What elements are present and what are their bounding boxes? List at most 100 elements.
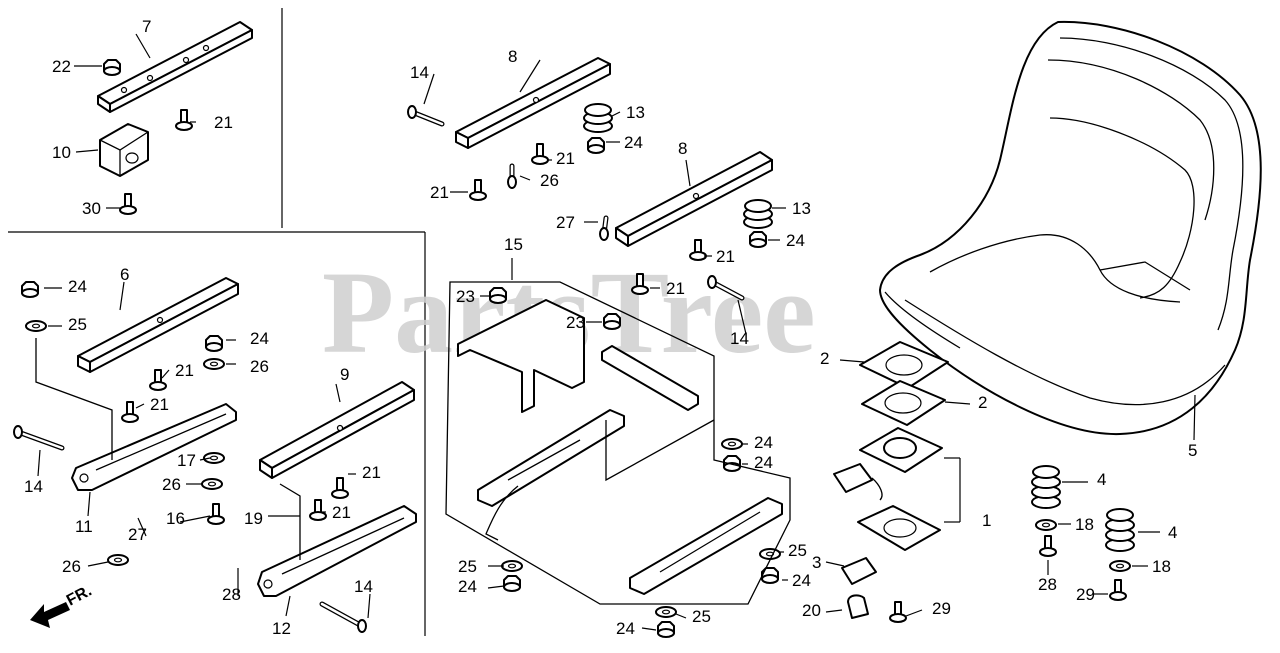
- pin-body: [710, 280, 744, 300]
- callout-21[interactable]: 21: [332, 503, 351, 522]
- callout-28[interactable]: 28: [222, 585, 241, 604]
- callout-27[interactable]: 27: [556, 213, 575, 232]
- callout-24[interactable]: 24: [754, 453, 773, 472]
- rail-11: [71, 403, 237, 491]
- washer-hole: [31, 323, 41, 329]
- callout-25[interactable]: 25: [458, 557, 477, 576]
- nut-flange: [761, 574, 779, 584]
- callout-21[interactable]: 21: [175, 361, 194, 380]
- callout-24[interactable]: 24: [792, 571, 811, 590]
- callout-21[interactable]: 21: [666, 279, 685, 298]
- leader-line: [335, 383, 341, 403]
- callout-14[interactable]: 14: [410, 63, 429, 82]
- callout-31[interactable]: 30: [82, 199, 101, 218]
- leader-line: [675, 613, 687, 619]
- callout-29[interactable]: 29: [1076, 585, 1095, 604]
- leader-line: [135, 33, 151, 59]
- callout-20[interactable]: 20: [802, 601, 821, 620]
- callout-27[interactable]: 26: [540, 171, 559, 190]
- callout-10[interactable]: 10: [52, 143, 71, 162]
- callout-21[interactable]: 21: [150, 395, 169, 414]
- callout-17[interactable]: 17: [177, 451, 196, 470]
- spring-4-right: [1105, 508, 1135, 552]
- callout-2[interactable]: 2: [820, 349, 829, 368]
- pin-head: [599, 227, 609, 241]
- bolt-head: [1109, 591, 1127, 601]
- washer-hole: [727, 441, 737, 447]
- callout-6[interactable]: 6: [120, 265, 129, 284]
- callout-21[interactable]: 21: [556, 149, 575, 168]
- bolt-head: [119, 205, 137, 215]
- nut-flange: [21, 288, 39, 298]
- callout-21[interactable]: 21: [214, 113, 233, 132]
- callout-26[interactable]: 26: [250, 357, 269, 376]
- leader-line: [367, 593, 371, 619]
- bolt-head: [531, 155, 549, 165]
- seat-plates: [859, 341, 949, 426]
- bracket-9: [259, 381, 415, 479]
- callout-25[interactable]: 24: [754, 433, 773, 452]
- callout-8[interactable]: 8: [678, 139, 687, 158]
- callout-26[interactable]: 26: [62, 557, 81, 576]
- bolt-head: [469, 191, 487, 201]
- spring-4-left: [1031, 465, 1061, 509]
- callout-5[interactable]: 5: [1188, 441, 1197, 460]
- callout-4[interactable]: 4: [1097, 470, 1106, 489]
- callout-21[interactable]: 21: [430, 183, 449, 202]
- leader-line: [685, 159, 691, 187]
- leader-line: [179, 515, 211, 523]
- spring-13-upper: [583, 103, 613, 133]
- assembly-boundary: [445, 281, 791, 605]
- callout-14[interactable]: 14: [354, 577, 373, 596]
- callout-21[interactable]: 21: [716, 247, 735, 266]
- leader-line: [87, 491, 91, 517]
- callout-3[interactable]: 3: [812, 553, 821, 572]
- callout-22[interactable]: 22: [52, 57, 71, 76]
- callout-14[interactable]: 14: [730, 329, 749, 348]
- callout-24[interactable]: 24: [786, 231, 805, 250]
- callout-19[interactable]: 19: [244, 509, 263, 528]
- bolt-head: [1039, 547, 1057, 557]
- callout-26[interactable]: 26: [162, 475, 181, 494]
- mount-10: [99, 123, 149, 177]
- callout-12[interactable]: 12: [272, 619, 291, 638]
- callout-16[interactable]: 16: [166, 509, 185, 528]
- bolt-head: [689, 251, 707, 261]
- pin-body: [410, 110, 444, 126]
- callout-2[interactable]: 2: [978, 393, 987, 412]
- callout-24[interactable]: 24: [624, 133, 643, 152]
- bolt-head: [309, 511, 327, 521]
- callout-21[interactable]: 21: [362, 463, 381, 482]
- callout-7[interactable]: 7: [142, 17, 151, 36]
- front-marker[interactable]: FR.: [30, 582, 95, 628]
- leader-line: [423, 73, 435, 105]
- callout-24[interactable]: 24: [250, 329, 269, 348]
- callout-25[interactable]: 25: [692, 607, 711, 626]
- washer-hole: [1115, 563, 1125, 569]
- callout-14[interactable]: 14: [24, 477, 43, 496]
- callout-13[interactable]: 13: [792, 199, 811, 218]
- callout-11[interactable]: 11: [75, 517, 93, 536]
- callout-23[interactable]: 23: [566, 313, 585, 332]
- hardware: [13, 33, 1196, 638]
- callout-15[interactable]: 15: [504, 235, 523, 254]
- callout-24[interactable]: 24: [616, 619, 635, 638]
- callout-9[interactable]: 9: [340, 365, 349, 384]
- bracket-8-lower: [615, 151, 773, 247]
- callout-18[interactable]: 18: [1152, 557, 1171, 576]
- callout-4[interactable]: 4: [1168, 523, 1177, 542]
- callout-1[interactable]: 1: [982, 511, 991, 530]
- callout-23[interactable]: 23: [456, 287, 475, 306]
- callout-29[interactable]: 28: [1038, 575, 1057, 594]
- callout-30[interactable]: 29: [932, 599, 951, 618]
- callout-13[interactable]: 13: [626, 103, 645, 122]
- leader-line: [737, 299, 747, 335]
- callout-26[interactable]: 25: [68, 315, 87, 334]
- callout-18[interactable]: 18: [1075, 515, 1094, 534]
- callout-28[interactable]: 27: [128, 525, 147, 544]
- washer-hole: [113, 557, 123, 563]
- callout-24[interactable]: 24: [458, 577, 477, 596]
- callout-8[interactable]: 8: [508, 47, 517, 66]
- callout-24[interactable]: 24: [68, 277, 87, 296]
- callout-25[interactable]: 25: [788, 541, 807, 560]
